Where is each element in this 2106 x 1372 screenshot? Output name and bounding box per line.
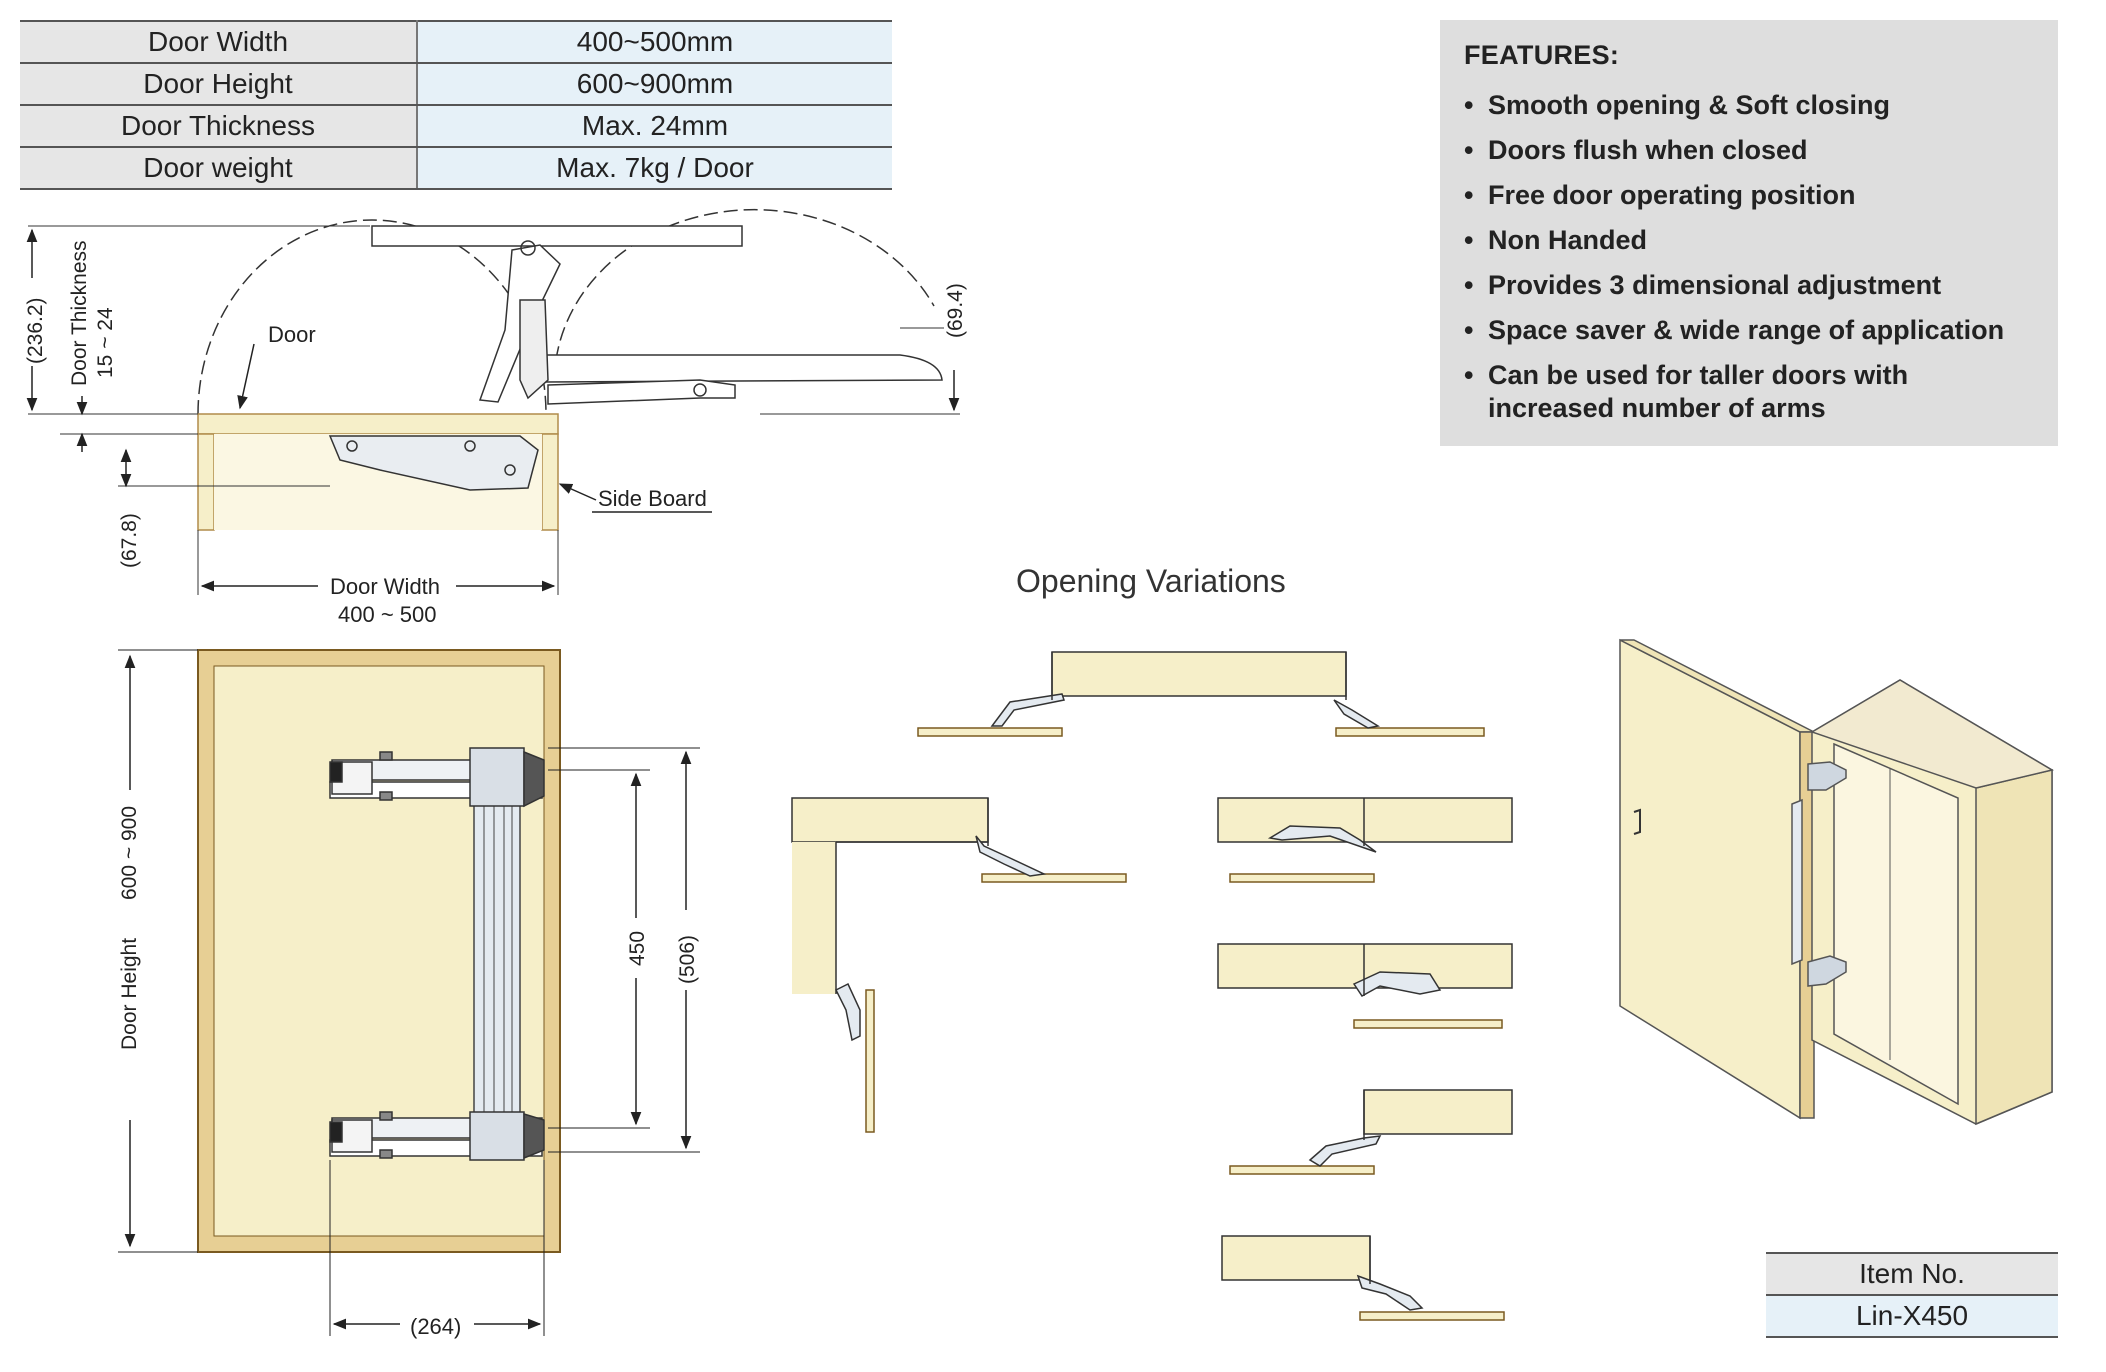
variation-both-open [917,651,1485,737]
feature-item: • Doors flush when closed [1464,134,2034,167]
right-door-swing-arc [555,208,935,361]
top-view-dimensions [26,228,960,592]
vertical-arm-bar [473,759,521,1121]
hinge-3d-upper [1807,761,1847,791]
front-view-diagram: Door Height 600 ~ 900 450 (506) (264) [116,649,700,1339]
dim-236-label: (236.2) [24,297,47,364]
variation-single-left [1221,1235,1505,1321]
spec-table: Door Width 400~500mm Door Height 600~900… [20,20,892,190]
opening-variations-diagrams [791,651,1513,1321]
item-value-row: Lin-X450 [1766,1294,2058,1338]
dim-67-label: (67.8) [118,513,141,568]
spec-value: Max. 7kg / Door [417,146,892,190]
spec-value: 600~900mm [417,62,892,106]
top-plate [371,225,743,247]
dim-264-label: (264) [410,1314,461,1339]
door-thickness-title: Door Thickness [68,240,91,386]
open-door-outline [544,354,943,383]
upper-hinge-arm [329,747,545,808]
features-panel: FEATURES: • Smooth opening & Soft closing… [1440,20,2058,446]
variation-partial-open [1217,943,1513,1029]
feature-item: • Can be used for taller doors with incre… [1464,359,2034,425]
item-header-row: Item No. [1766,1252,2058,1296]
bullet-icon: • [1464,180,1474,210]
spec-label: Door Height [20,62,418,106]
side-board-label: Side Board [598,486,707,511]
feature-item: • Non Handed [1464,224,2034,257]
variation-double-flat [1217,797,1513,883]
feature-item: • Smooth opening & Soft closing [1464,89,2034,122]
bullet-icon: • [1464,270,1474,300]
spec-label: Door Width [20,20,418,64]
bullet-icon: • [1464,135,1474,165]
spec-label: Door weight [20,146,418,190]
door-height-title: Door Height [118,938,141,1050]
item-value: Lin-X450 [1766,1294,2058,1338]
side-board-leader [558,483,597,501]
features-title: FEATURES: [1464,40,1620,70]
spec-row: Door Width 400~500mm [20,20,892,64]
folded-mechanism [328,435,539,491]
spec-row: Door weight Max. 7kg / Door [20,146,892,190]
hinge-3d-lower [1807,955,1847,987]
feature-text: Smooth opening & Soft closing [1488,90,1890,120]
cabinet-3d-illustration [1619,638,2054,1126]
door-width-range: 400 ~ 500 [338,602,436,627]
top-view-diagram [28,208,960,595]
dim-69-label: (69.4) [944,283,967,338]
feature-text: Non Handed [1488,225,1647,255]
spec-row: Door Height 600~900mm [20,62,892,106]
door-panel [197,413,559,435]
spec-row: Door Thickness Max. 24mm [20,104,892,148]
feature-item: • Provides 3 dimensional adjustment [1464,269,2034,302]
dim-506-label: (506) [676,935,699,984]
door-height-range: 600 ~ 900 [118,806,141,900]
linkage-arm [547,379,736,405]
feature-item: • Free door operating position [1464,179,2034,212]
bullet-icon: • [1464,360,1474,390]
feature-text: Space saver & wide range of application [1488,315,2005,345]
spec-value: 400~500mm [417,20,892,64]
door-width-title: Door Width [330,574,440,599]
lower-hinge-arm [329,1111,545,1161]
door-handle-icon [1633,808,1641,835]
variation-single-right [1229,1089,1513,1175]
door-thickness-range: 15 ~ 24 [94,307,117,378]
item-table: Item No. Lin-X450 [1766,1252,2058,1338]
door-leader [237,343,255,410]
spec-value: Max. 24mm [417,104,892,148]
dim-450-label: 450 [626,931,649,966]
door-label: Door [268,322,316,347]
feature-text: Provides 3 dimensional adjustment [1488,270,1942,300]
opening-variations-title: Opening Variations [1016,563,1286,599]
variation-corner [791,797,1127,1133]
cabinet-right-side [541,433,559,531]
item-label: Item No. [1766,1252,2058,1296]
bullet-icon: • [1464,315,1474,345]
spec-label: Door Thickness [20,104,418,148]
feature-text: Doors flush when closed [1488,135,1808,165]
feature-text: Can be used for taller doors with increa… [1488,360,1909,423]
cabinet-left-side [197,433,215,531]
linkage-arm [519,299,549,400]
features-list: • Smooth opening & Soft closing • Doors fl… [1464,89,2034,425]
hinge-3d-connector [1791,798,1803,966]
bullet-icon: • [1464,90,1474,120]
feature-text: Free door operating position [1488,180,1856,210]
bullet-icon: • [1464,225,1474,255]
feature-item: • Space saver & wide range of application [1464,314,2034,347]
